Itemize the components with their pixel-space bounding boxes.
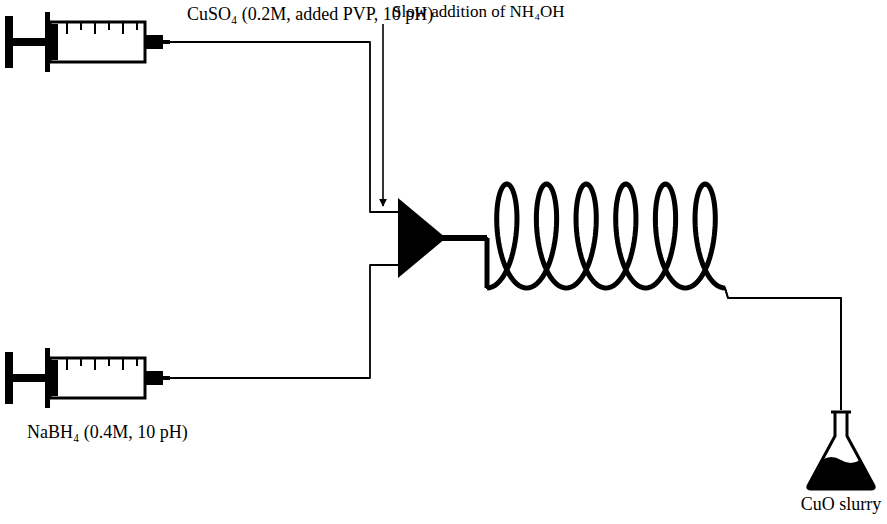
- collection-flask: CuO slurry: [805, 410, 877, 490]
- tubing-line: [170, 42, 841, 410]
- syringe-body: [5, 12, 170, 72]
- reagent-note: Slow addition of NH₄OH: [392, 2, 565, 22]
- syringe-body: [5, 348, 170, 408]
- flask-outline: [805, 410, 877, 490]
- syringe-pump: NaBH₄ (0.4M, 10 pH): [5, 348, 170, 408]
- coil-tube: [487, 184, 725, 288]
- node-label: CuO slurry: [801, 494, 882, 516]
- syringe-pump: CuSO₄ (0.2M, added PVP, 10 pH): [5, 12, 170, 72]
- syringe-outline: [5, 348, 170, 408]
- node-label: NaBH₄ (0.4M, 10 pH): [27, 422, 188, 444]
- coil-reactor: [487, 184, 725, 288]
- addition-arrow: [382, 24, 384, 206]
- syringe-outline: [5, 12, 170, 72]
- mixer-junction: [398, 198, 446, 278]
- flask-body: [808, 412, 874, 489]
- tubing-line: [170, 184, 841, 410]
